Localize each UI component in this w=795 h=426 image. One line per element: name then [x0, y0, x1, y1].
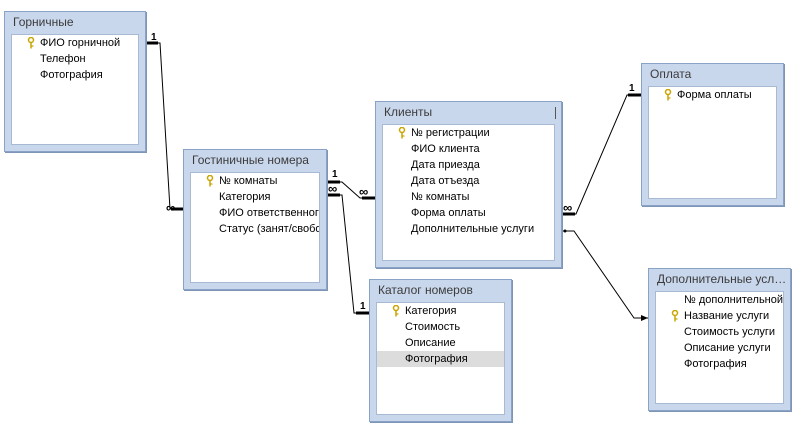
field-room-responsible[interactable]: ФИО ответственного — [191, 205, 319, 221]
key-icon — [392, 305, 400, 317]
table-rooms-fields: № комнаты Категория ФИО ответственного С… — [190, 172, 320, 283]
field-catalog-price[interactable]: Стоимость — [377, 319, 504, 335]
field-service-name[interactable]: Название услуги — [656, 308, 783, 324]
field-label: Описание услуги — [684, 342, 771, 354]
rel-clients-services[interactable] — [562, 230, 648, 319]
table-clients-title[interactable]: Клиенты — [379, 105, 558, 119]
table-services-fields: № дополнительной услуги Название услуги … — [655, 291, 784, 404]
field-catalog-description[interactable]: Описание — [377, 335, 504, 351]
field-maid-phone[interactable]: Телефон — [12, 51, 138, 67]
field-label: № регистрации — [411, 127, 490, 139]
field-service-price[interactable]: Стоимость услуги — [656, 324, 783, 340]
key-icon — [398, 127, 406, 139]
field-label: ФИО ответственного — [219, 207, 319, 219]
key-icon — [27, 37, 35, 49]
field-service-photo[interactable]: Фотография — [656, 356, 783, 372]
field-client-registration[interactable]: № регистрации — [383, 125, 554, 141]
field-label: Фотография — [684, 358, 747, 370]
table-maids-fields: ФИО горничной Телефон Фотография — [11, 34, 139, 145]
label-many-clients-left: ∞ — [359, 184, 368, 199]
field-client-payment[interactable]: Форма оплаты — [383, 205, 554, 221]
dot-clients-services — [563, 229, 567, 233]
arrowhead-services — [641, 315, 648, 321]
label-one-catalog: 1 — [360, 301, 366, 312]
field-label: Дата приезда — [411, 159, 480, 171]
table-clients-title-text: Клиенты — [384, 105, 433, 119]
table-maids[interactable]: Горничные ФИО горничной Телефон Фотограф… — [4, 11, 146, 152]
field-label: № комнаты — [219, 175, 278, 187]
field-label: Статус (занят/свободен) — [219, 223, 319, 235]
field-label: Фотография — [40, 69, 103, 81]
field-catalog-photo[interactable]: Фотография — [377, 351, 504, 367]
table-catalog-fields: Категория Стоимость Описание Фотография — [376, 302, 505, 415]
field-client-room[interactable]: № комнаты — [383, 189, 554, 205]
table-catalog[interactable]: Каталог номеров Категория Стоимость Опис… — [369, 279, 512, 422]
field-payment-form[interactable]: Форма оплаты — [649, 87, 776, 103]
table-catalog-title[interactable]: Каталог номеров — [378, 283, 473, 297]
table-rooms[interactable]: Гостиничные номера № комнаты Категория Ф… — [183, 149, 327, 290]
field-label: Форма оплаты — [677, 89, 752, 101]
table-clients[interactable]: Клиенты № регистрации ФИО клиента Дата п… — [375, 101, 562, 268]
table-rooms-title[interactable]: Гостиничные номера — [192, 153, 309, 167]
label-many-rooms-left: ∞ — [166, 200, 175, 215]
field-client-arrival[interactable]: Дата приезда — [383, 157, 554, 173]
key-icon — [206, 175, 214, 187]
field-client-departure[interactable]: Дата отъезда — [383, 173, 554, 189]
field-service-description[interactable]: Описание услуги — [656, 340, 783, 356]
rel-catalog-rooms[interactable] — [327, 194, 369, 314]
field-maid-photo[interactable]: Фотография — [12, 67, 138, 83]
table-services[interactable]: Дополнительные услуги № дополнительной у… — [648, 268, 791, 411]
label-many-rooms-right: ∞ — [328, 181, 337, 196]
field-label: Дополнительные услуги — [411, 223, 535, 235]
field-label: ФИО горничной — [40, 37, 121, 49]
label-one-rooms-right: 1 — [332, 169, 338, 180]
table-payment-title[interactable]: Оплата — [650, 67, 692, 81]
label-many-clients-right: ∞ — [563, 200, 572, 215]
rel-maids-rooms[interactable] — [146, 42, 183, 210]
rel-payment-clients[interactable] — [562, 94, 641, 215]
field-client-services[interactable]: Дополнительные услуги — [383, 221, 554, 237]
field-client-name[interactable]: ФИО клиента — [383, 141, 554, 157]
field-label: Категория — [219, 191, 271, 203]
table-clients-fields: № регистрации ФИО клиента Дата приезда Д… — [382, 124, 555, 261]
field-label: Название услуги — [684, 310, 770, 322]
key-icon — [671, 310, 679, 322]
label-one-maids: 1 — [151, 32, 157, 43]
field-label: № дополнительной услуги — [684, 294, 783, 306]
field-label: ФИО клиента — [411, 143, 480, 155]
field-label: Телефон — [40, 53, 86, 65]
table-services-title[interactable]: Дополнительные услуги — [657, 272, 787, 286]
field-label: Фотография — [405, 353, 468, 365]
field-label: Описание — [405, 337, 456, 349]
field-label: Стоимость — [405, 321, 461, 333]
key-icon — [664, 89, 672, 101]
field-label: Форма оплаты — [411, 207, 486, 219]
table-payment-fields: Форма оплаты — [648, 86, 777, 199]
table-payment[interactable]: Оплата Форма оплаты — [641, 63, 784, 206]
field-service-number[interactable]: № дополнительной услуги — [656, 292, 783, 308]
field-room-category[interactable]: Категория — [191, 189, 319, 205]
field-label: Дата отъезда — [411, 175, 480, 187]
field-label: № комнаты — [411, 191, 470, 203]
table-maids-title[interactable]: Горничные — [13, 15, 74, 29]
field-room-number[interactable]: № комнаты — [191, 173, 319, 189]
field-room-status[interactable]: Статус (занят/свободен) — [191, 221, 319, 237]
label-one-payment: 1 — [629, 83, 635, 94]
field-maid-name[interactable]: ФИО горничной — [12, 35, 138, 51]
title-scroll-marker — [555, 107, 556, 119]
field-label: Категория — [405, 305, 457, 317]
field-label: Стоимость услуги — [684, 326, 776, 338]
field-catalog-category[interactable]: Категория — [377, 303, 504, 319]
